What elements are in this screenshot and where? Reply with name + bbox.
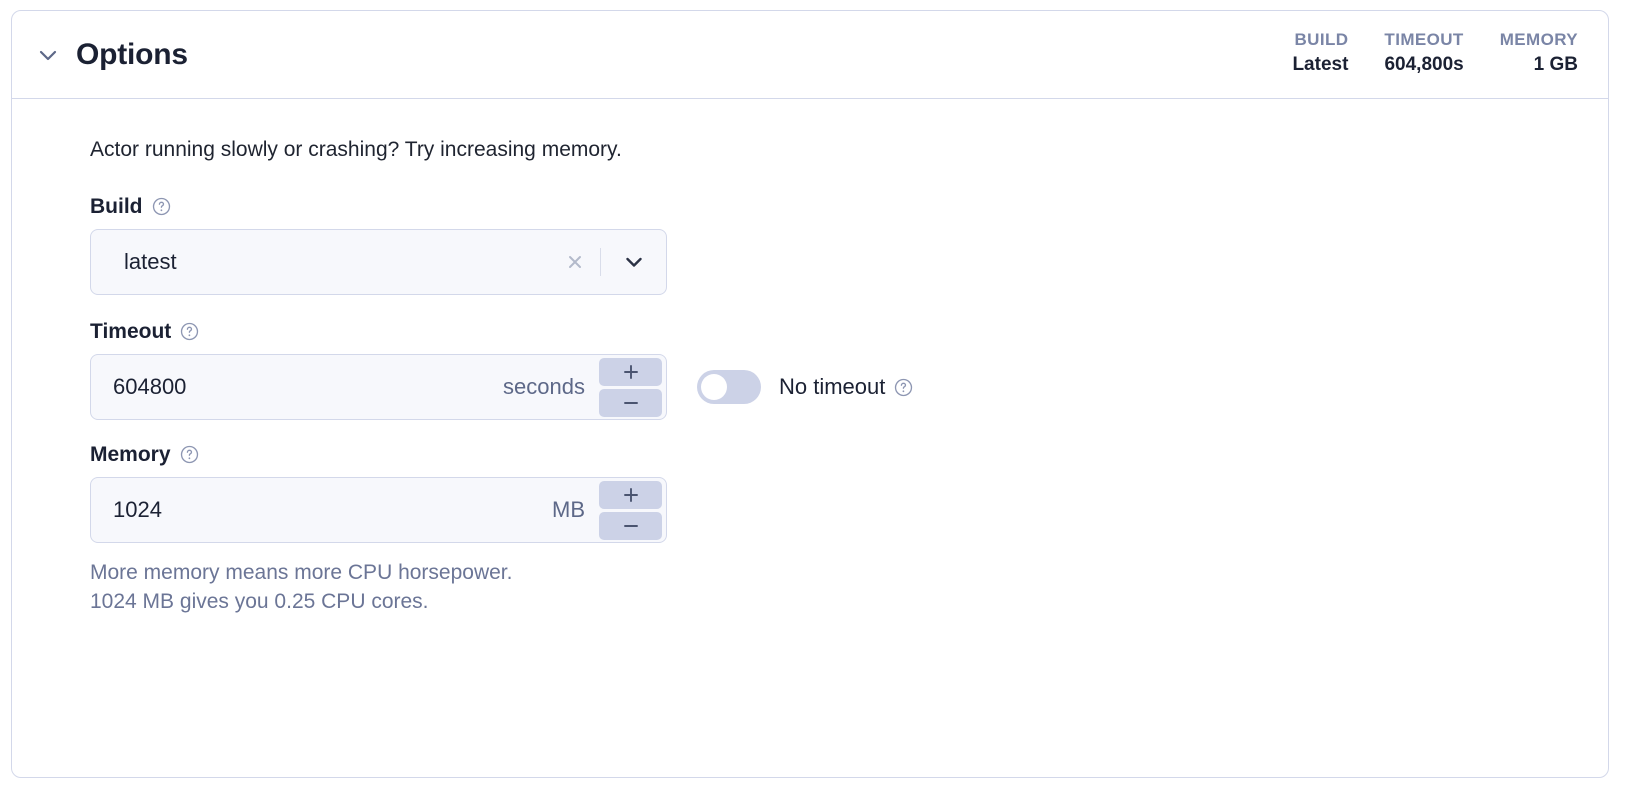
minus-icon — [623, 524, 638, 527]
timeout-label: Timeout — [90, 320, 172, 344]
timeout-stepper — [599, 357, 666, 417]
plus-icon — [623, 364, 638, 379]
memory-label-row: Memory — [90, 444, 1608, 465]
close-icon[interactable] — [558, 245, 592, 279]
timeout-label-row: Timeout — [90, 321, 1608, 342]
help-circle-icon[interactable] — [180, 322, 199, 341]
stat-memory: MEMORY 1 GB — [1500, 29, 1578, 77]
stat-memory-value: 1 GB — [1533, 53, 1578, 75]
header-stats: BUILD Latest TIMEOUT 604,800s MEMORY 1 G… — [1292, 29, 1578, 77]
options-header-left[interactable]: Options — [12, 37, 188, 71]
stat-timeout: TIMEOUT 604,800s — [1384, 29, 1463, 77]
page-title: Options — [76, 37, 188, 71]
memory-unit: MB — [552, 497, 585, 523]
no-timeout-label: No timeout — [779, 374, 886, 400]
options-card: Options BUILD Latest TIMEOUT 604,800s ME… — [11, 10, 1609, 778]
timeout-decrement-button[interactable] — [599, 388, 662, 417]
memory-increment-button[interactable] — [599, 480, 662, 509]
help-circle-icon[interactable] — [152, 197, 171, 216]
no-timeout-toggle[interactable] — [697, 370, 761, 405]
memory-hint-line-2: 1024 MB gives you 0.25 CPU cores. — [90, 590, 429, 614]
select-separator — [600, 248, 601, 277]
memory-decrement-button[interactable] — [599, 511, 662, 540]
stat-timeout-value: 604,800s — [1384, 53, 1464, 75]
help-circle-icon[interactable] — [180, 445, 199, 464]
no-timeout-toggle-group[interactable]: No timeout — [697, 370, 913, 405]
stat-timeout-label: TIMEOUT — [1384, 30, 1464, 49]
build-select[interactable]: latest — [90, 229, 667, 296]
timeout-input[interactable]: 604800 — [113, 374, 187, 400]
stat-build: BUILD Latest — [1292, 29, 1348, 77]
options-card-header: Options BUILD Latest TIMEOUT 604,800s ME… — [12, 11, 1608, 99]
timeout-row: 604800 seconds — [90, 354, 1608, 421]
build-label-row: Build — [90, 196, 1608, 217]
toggle-knob — [701, 374, 727, 401]
timeout-unit: seconds — [503, 374, 585, 400]
timeout-increment-button[interactable] — [599, 357, 662, 386]
chevron-down-icon[interactable] — [614, 245, 654, 279]
memory-label: Memory — [90, 443, 171, 467]
stat-build-label: BUILD — [1294, 30, 1349, 49]
help-circle-icon[interactable] — [894, 378, 913, 397]
minus-icon — [623, 401, 638, 404]
memory-hint: More memory means more CPU horsepower. 1… — [90, 559, 1608, 617]
plus-icon — [623, 487, 638, 502]
memory-hint-line-1: More memory means more CPU horsepower. — [90, 561, 513, 585]
stat-build-value: Latest — [1292, 53, 1349, 75]
intro-text: Actor running slowly or crashing? Try in… — [90, 138, 622, 161]
memory-input[interactable]: 1024 — [113, 497, 162, 523]
timeout-input-group[interactable]: 604800 seconds — [90, 354, 667, 421]
memory-stepper — [599, 480, 666, 540]
build-label: Build — [90, 195, 143, 219]
build-select-value: latest — [124, 249, 177, 275]
chevron-down-icon[interactable] — [36, 43, 60, 67]
options-card-body: Actor running slowly or crashing? Try in… — [12, 99, 1608, 617]
no-timeout-label-row: No timeout — [779, 376, 913, 398]
memory-input-group[interactable]: 1024 MB — [90, 477, 667, 544]
stat-memory-label: MEMORY — [1499, 30, 1578, 49]
